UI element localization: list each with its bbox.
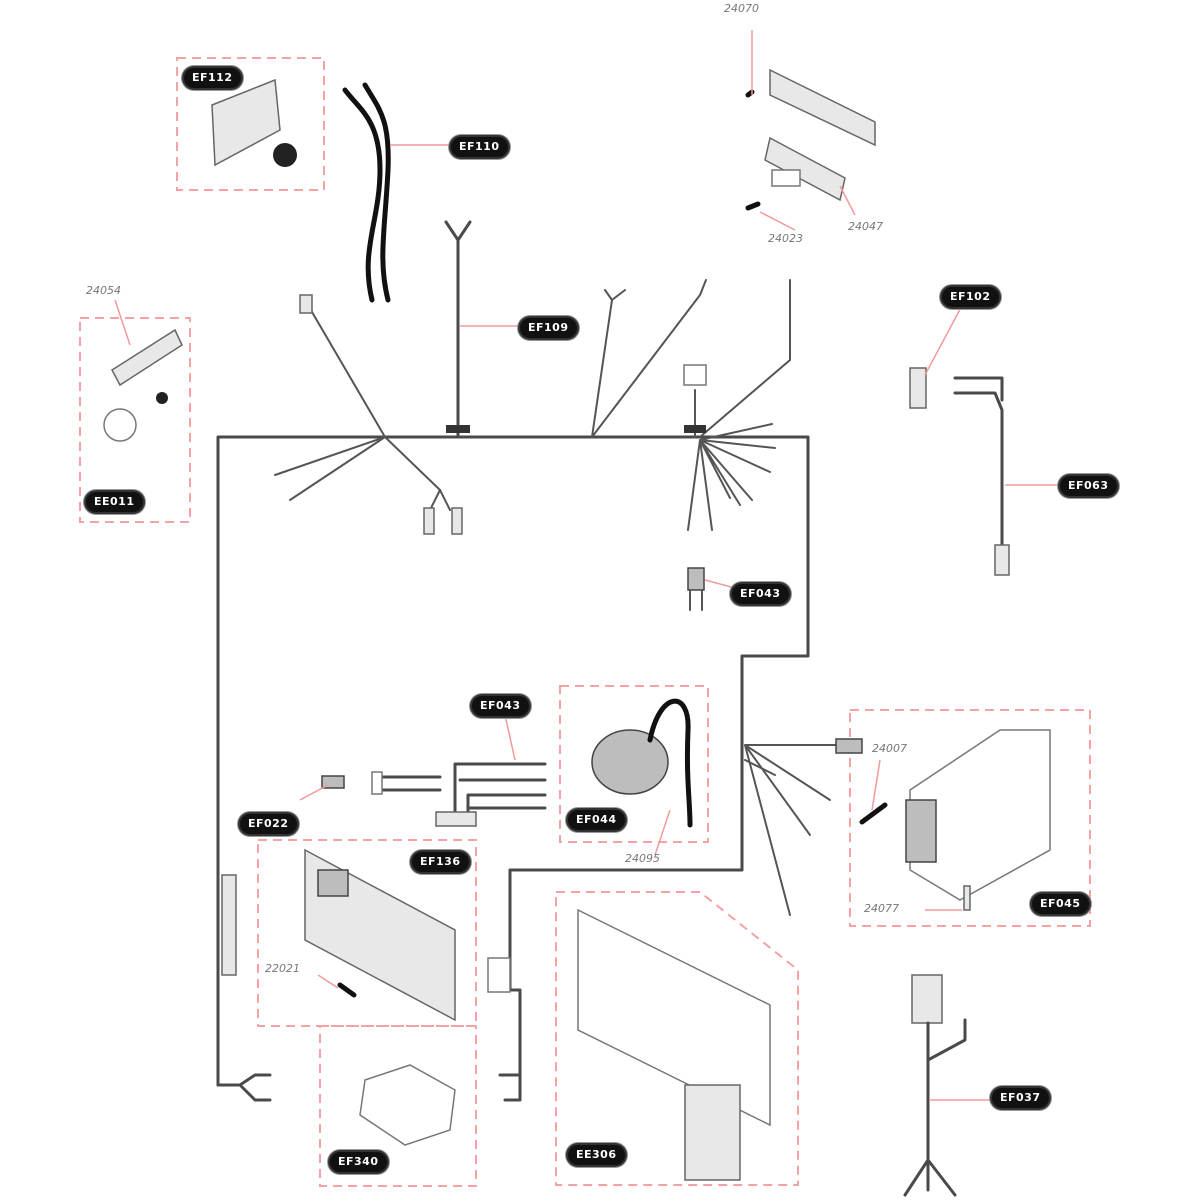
group-box-ee306 (555, 891, 799, 1186)
mounting-plate-icon (211, 78, 281, 167)
callout-ef109[interactable]: EF109 (518, 316, 579, 340)
ref-24054: 24054 (86, 284, 121, 297)
branch-wire (429, 489, 441, 511)
grommet-icon (684, 425, 706, 433)
callout-ef110[interactable]: EF110 (449, 135, 510, 159)
leader-line (839, 185, 856, 216)
group-box-ef045 (849, 709, 1091, 927)
callout-ef136[interactable]: EF136 (410, 850, 471, 874)
connector-icon (994, 544, 1010, 576)
connector-icon (299, 294, 313, 314)
screw-icon (745, 89, 761, 211)
callout-ee306[interactable]: EE306 (566, 1143, 627, 1167)
branch-wire (591, 279, 707, 438)
leader-line (759, 211, 796, 231)
ref-22021: 22021 (265, 962, 300, 975)
ef063-wire (953, 376, 1004, 547)
connector-icon (835, 738, 863, 754)
connector-icon (423, 507, 435, 535)
callout-ef045[interactable]: EF045 (1030, 892, 1091, 916)
ref-24047: 24047 (848, 220, 883, 233)
relay-pins (689, 589, 703, 611)
callout-ef112[interactable]: EF112 (182, 66, 243, 90)
branch-wire (289, 436, 386, 501)
gear-icon (103, 408, 137, 442)
bottom-left-connector-wire (216, 1073, 272, 1102)
branch-wire (304, 299, 451, 511)
callout-ef022[interactable]: EF022 (238, 812, 299, 836)
connector-icon (371, 771, 383, 795)
handle-icon (111, 328, 183, 387)
branch-wire (274, 436, 386, 476)
branch-wire (699, 279, 791, 438)
grille-panel-icon (769, 68, 876, 147)
ref-24007: 24007 (872, 742, 907, 755)
motor-cable (647, 698, 693, 828)
switch-housing-icon (909, 729, 1051, 901)
group-box-ef044 (559, 685, 709, 843)
ef037-wire (903, 1018, 967, 1197)
motor-icon (591, 729, 669, 795)
leader-line (504, 714, 516, 761)
callout-ef340[interactable]: EF340 (328, 1150, 389, 1174)
ref-24077: 24077 (864, 902, 899, 915)
bracket-icon (359, 1064, 456, 1146)
ef110-cable (342, 82, 391, 303)
control-module-icon (577, 908, 771, 1127)
callout-ef044[interactable]: EF044 (566, 808, 627, 832)
clip-icon (771, 169, 801, 187)
module-bracket-icon (684, 1084, 741, 1181)
callout-ef102[interactable]: EF102 (940, 285, 1001, 309)
ref-24095: 24095 (625, 852, 660, 865)
leader-line (317, 974, 339, 989)
switch-icon (909, 367, 927, 409)
connector-icon (487, 957, 511, 993)
leader-line (654, 809, 671, 856)
grommet-icon (446, 425, 470, 433)
leader-line (114, 299, 131, 346)
leader-line (871, 759, 881, 811)
connector-icon (683, 364, 707, 386)
main-harness-wire (216, 435, 810, 1102)
knob-icon (156, 392, 168, 404)
switch-knob-icon (273, 143, 297, 167)
ef043-harness (378, 762, 547, 817)
connector-icon (451, 507, 463, 535)
ef109-wire (444, 220, 472, 439)
connector-block-icon (435, 811, 477, 827)
screw-icon (859, 802, 888, 825)
ref-24070: 24070 (724, 2, 759, 15)
chip-icon (317, 869, 349, 897)
callout-ee011[interactable]: EE011 (84, 490, 145, 514)
callout-ef043[interactable]: EF043 (470, 694, 531, 718)
group-box-ef112 (176, 57, 325, 191)
screw-icon (337, 982, 357, 998)
branch-wires (687, 423, 776, 531)
relay-icon (687, 567, 705, 591)
callout-ef063[interactable]: EF063 (1058, 474, 1119, 498)
branch-wires (744, 744, 841, 916)
callout-ef037[interactable]: EF037 (990, 1086, 1051, 1110)
leader-line (299, 784, 329, 801)
group-box-ef340 (319, 1025, 477, 1187)
sensor-icon (911, 974, 943, 1024)
leader-line (924, 299, 966, 376)
callout-ef043-relay[interactable]: EF043 (730, 582, 791, 606)
trim-piece-icon (764, 136, 846, 202)
terminal-strip-icon (221, 874, 237, 976)
group-box-ee011 (79, 317, 191, 523)
ref-24023: 24023 (768, 232, 803, 245)
screw-icon (963, 885, 971, 911)
switch-cap-icon (905, 799, 937, 863)
